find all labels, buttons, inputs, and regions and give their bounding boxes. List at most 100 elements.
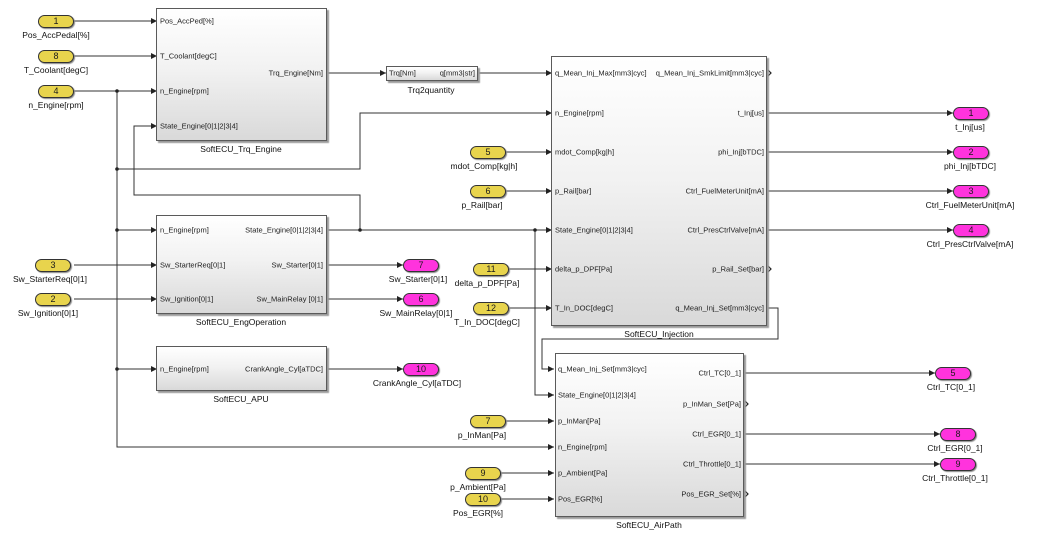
injection-in-delta-p-dpf: delta_p_DPF[Pa]: [555, 264, 613, 274]
trq-engine-out-trq-engine: Trq_Engine[Nm]: [268, 68, 323, 78]
inport-3[interactable]: 3: [35, 259, 71, 272]
engop-in-n-engine: n_Engine[rpm]: [160, 225, 209, 235]
outport-10-label: CrankAngle_Cyl[aTDC]: [372, 378, 462, 388]
injection-in-t-in-doc: T_In_DOC[degC]: [555, 303, 613, 313]
inport-12-label: T_In_DOC[degC]: [454, 317, 520, 327]
inport-7-label: p_InMan[Pa]: [457, 430, 507, 440]
trq-engine-in-pos-accped: Pos_AccPed[%]: [160, 16, 214, 26]
engop-in-sw-starterreq: Sw_StarterReq[0|1]: [160, 260, 226, 270]
inport-9-label: p_Ambient[Pa]: [450, 482, 506, 492]
inport-5-label: mdot_Comp[kg|h]: [450, 161, 518, 171]
inport-2-label: Sw_Ignition[0|1]: [17, 308, 79, 318]
block-softecu-engoperation[interactable]: [156, 215, 327, 314]
outport-6[interactable]: 6: [403, 293, 439, 306]
inport-1[interactable]: 1: [38, 15, 74, 28]
wire-n-engine-bus: [116, 91, 554, 450]
trq-engine-in-state-engine: State_Engine[0|1|2|3|4]: [160, 121, 238, 131]
inport-2[interactable]: 2: [35, 293, 71, 306]
inport-12[interactable]: 12: [473, 302, 509, 315]
inport-1-label: Pos_AccPedal[%]: [22, 30, 90, 40]
engop-out-state-engine: State_Engine[0|1|2|3|4]: [245, 225, 323, 235]
outport-6-label: Sw_MainRelay[0|1]: [379, 308, 453, 318]
wire-n-engine-injection: [117, 110, 552, 170]
injection-out-t-inj: t_Inj[us]: [737, 108, 764, 118]
outport-1[interactable]: 1: [953, 107, 989, 120]
injection-out-q-mean-inj-set: q_Mean_Inj_Set[mm3|cyc]: [675, 303, 764, 313]
block-trq2quantity[interactable]: [386, 66, 478, 81]
outport-10[interactable]: 10: [403, 363, 439, 376]
open-port-p-rail-set: [766, 264, 772, 274]
outport-9[interactable]: 9: [940, 458, 976, 471]
outport-5-label: Ctrl_TC[0_1]: [926, 382, 976, 392]
junction-state-1: [358, 228, 362, 232]
block-softecu-injection[interactable]: [551, 56, 767, 326]
airpath-in-n-engine: n_Engine[rpm]: [558, 442, 607, 452]
outport-9-label: Ctrl_Throttle[0_1]: [922, 473, 988, 483]
block-name-injection: SoftECU_Injection: [624, 329, 694, 339]
outport-3[interactable]: 3: [953, 185, 989, 198]
inport-3-label: Sw_StarterReq[0|1]: [12, 274, 88, 284]
outport-8[interactable]: 8: [940, 428, 976, 441]
outport-5[interactable]: 5: [935, 367, 971, 380]
junction-n-engine-3: [115, 228, 119, 232]
outport-7[interactable]: 7: [403, 259, 439, 272]
open-port-p-inman-set: [743, 399, 749, 409]
junction-n-engine-1: [115, 89, 119, 93]
block-name-engoperation: SoftECU_EngOperation: [195, 317, 287, 327]
injection-out-phi-inj: phi_Inj[bTDC]: [718, 147, 764, 157]
inport-8[interactable]: 8: [38, 50, 74, 63]
engop-out-sw-starter: Sw_Starter[0|1]: [271, 260, 323, 270]
inport-11[interactable]: 11: [473, 263, 509, 276]
trq2quantity-in-trq: Trq[Nm]: [389, 68, 416, 78]
outport-2-label: phi_Inj[bTDC]: [944, 161, 996, 171]
airpath-in-pos-egr: Pos_EGR[%]: [558, 494, 603, 504]
airpath-out-ctrl-egr: Ctrl_EGR[0_1]: [692, 429, 741, 439]
trq-engine-in-n-engine: n_Engine[rpm]: [160, 86, 209, 96]
wire-state-engine-airpath: [534, 230, 554, 398]
trq2quantity-out-q: q[mm3|str]: [439, 68, 475, 78]
inport-9[interactable]: 9: [465, 467, 501, 480]
inport-10[interactable]: 10: [465, 493, 501, 506]
injection-out-p-rail-set: p_Rail_Set[bar]: [712, 264, 764, 274]
outport-2[interactable]: 2: [953, 146, 989, 159]
open-port-smklimit: [766, 68, 772, 78]
wire-state-engine-trq: [133, 123, 361, 230]
airpath-in-p-inman: p_InMan[Pa]: [558, 416, 601, 426]
open-port-pos-egr-set: [743, 489, 749, 499]
injection-out-ctrl-fuelmeter: Ctrl_FuelMeterUnit[mA]: [685, 186, 764, 196]
junction-n-engine-4: [115, 367, 119, 371]
inport-4[interactable]: 4: [38, 85, 74, 98]
inport-11-label: delta_p_DPF[Pa]: [454, 278, 520, 288]
inport-5[interactable]: 5: [470, 146, 506, 159]
block-softecu-airpath[interactable]: [555, 353, 744, 517]
outport-3-label: Ctrl_FuelMeterUnit[mA]: [925, 200, 1015, 210]
airpath-out-pos-egr-set: Pos_EGR_Set[%]: [681, 489, 741, 499]
outport-4[interactable]: 4: [953, 224, 989, 237]
airpath-in-q-mean-inj-set: q_Mean_Inj_Set[mm3|cyc]: [558, 364, 647, 374]
inport-4-label: n_Engine[rpm]: [28, 100, 84, 110]
engop-out-sw-mainrelay: Sw_MainRelay [0|1]: [256, 294, 323, 304]
outport-1-label: t_Inj[us]: [955, 122, 985, 132]
outport-8-label: Ctrl_EGR[0_1]: [927, 443, 983, 453]
block-name-trq2quantity: Trq2quantity: [407, 85, 455, 95]
outport-4-label: Ctrl_PresCtrlValve[mA]: [926, 239, 1014, 249]
engop-in-sw-ignition: Sw_Ignition[0|1]: [160, 294, 214, 304]
apu-in-n-engine: n_Engine[rpm]: [160, 364, 209, 374]
block-name-apu: SoftECU_APU: [213, 394, 269, 404]
inport-6[interactable]: 6: [470, 185, 506, 198]
injection-in-state-engine: State_Engine[0|1|2|3|4]: [555, 225, 633, 235]
block-softecu-apu[interactable]: [156, 346, 327, 391]
airpath-out-ctrl-throttle: Ctrl_Throttle[0_1]: [683, 459, 741, 469]
wire-q-mean-inj-set: [541, 307, 779, 372]
injection-in-p-rail: p_Rail[bar]: [555, 186, 592, 196]
junction-n-engine-2: [115, 167, 119, 171]
airpath-out-p-inman-set: p_InMan_Set[Pa]: [683, 399, 741, 409]
injection-out-smklimit: q_Mean_Inj_SmkLimit[mm3|cyc]: [655, 68, 764, 78]
inport-8-label: T_Coolant[degC]: [23, 65, 89, 75]
apu-out-crankangle: CrankAngle_Cyl[aTDC]: [245, 364, 323, 374]
inport-7[interactable]: 7: [470, 415, 506, 428]
block-softecu-trq-engine[interactable]: [156, 8, 327, 141]
injection-in-n-engine: n_Engine[rpm]: [555, 108, 604, 118]
airpath-in-p-ambient: p_Ambient[Pa]: [558, 468, 608, 478]
junction-state-2: [533, 228, 537, 232]
